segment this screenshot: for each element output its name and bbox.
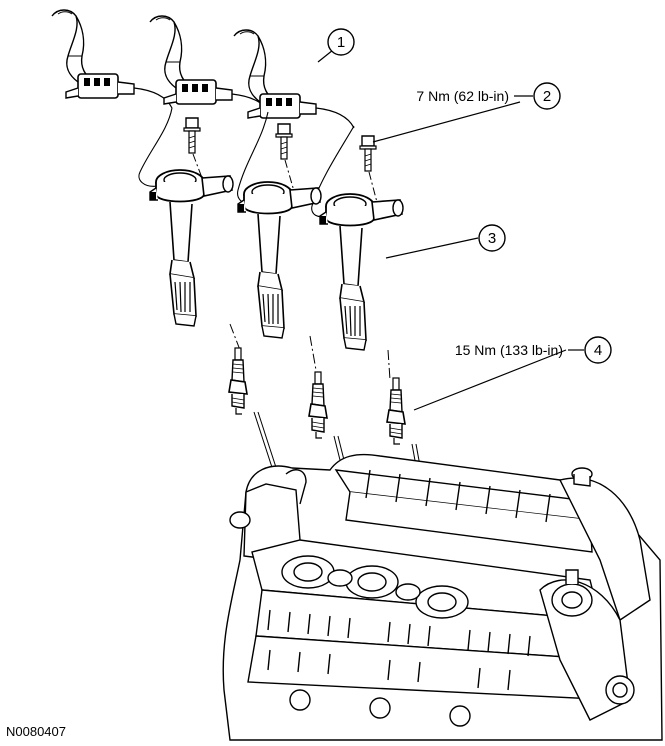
coil-bolt-2 xyxy=(275,123,293,160)
callout-2-torque-spec: 7 Nm (62 lb-in) xyxy=(416,88,509,104)
coil-plug-centerlines xyxy=(229,323,391,381)
figure-id: N0080407 xyxy=(6,724,66,739)
callout-4: 4 15 Nm (133 lb-in) xyxy=(413,336,612,411)
callout-2: 2 7 Nm (62 lb-in) xyxy=(372,82,561,143)
callout-3-number: 3 xyxy=(488,230,496,247)
callout-3: 3 xyxy=(385,224,506,259)
ignition-coil-2 xyxy=(237,181,322,339)
engine-cylinder-head xyxy=(222,453,663,741)
callout-1: 1 xyxy=(317,28,355,63)
spark-plug-1 xyxy=(228,347,248,415)
coil-bolt-1 xyxy=(183,117,201,154)
callout-4-torque-spec: 15 Nm (133 lb-in) xyxy=(455,342,563,358)
ignition-coil-1 xyxy=(149,169,234,327)
spark-plug-2 xyxy=(308,371,328,439)
callout-2-number: 2 xyxy=(543,88,551,105)
callout-4-number: 4 xyxy=(594,342,602,359)
spark-plug-3 xyxy=(386,377,406,445)
ignition-coil-3 xyxy=(319,193,404,351)
callout-1-number: 1 xyxy=(337,34,345,51)
